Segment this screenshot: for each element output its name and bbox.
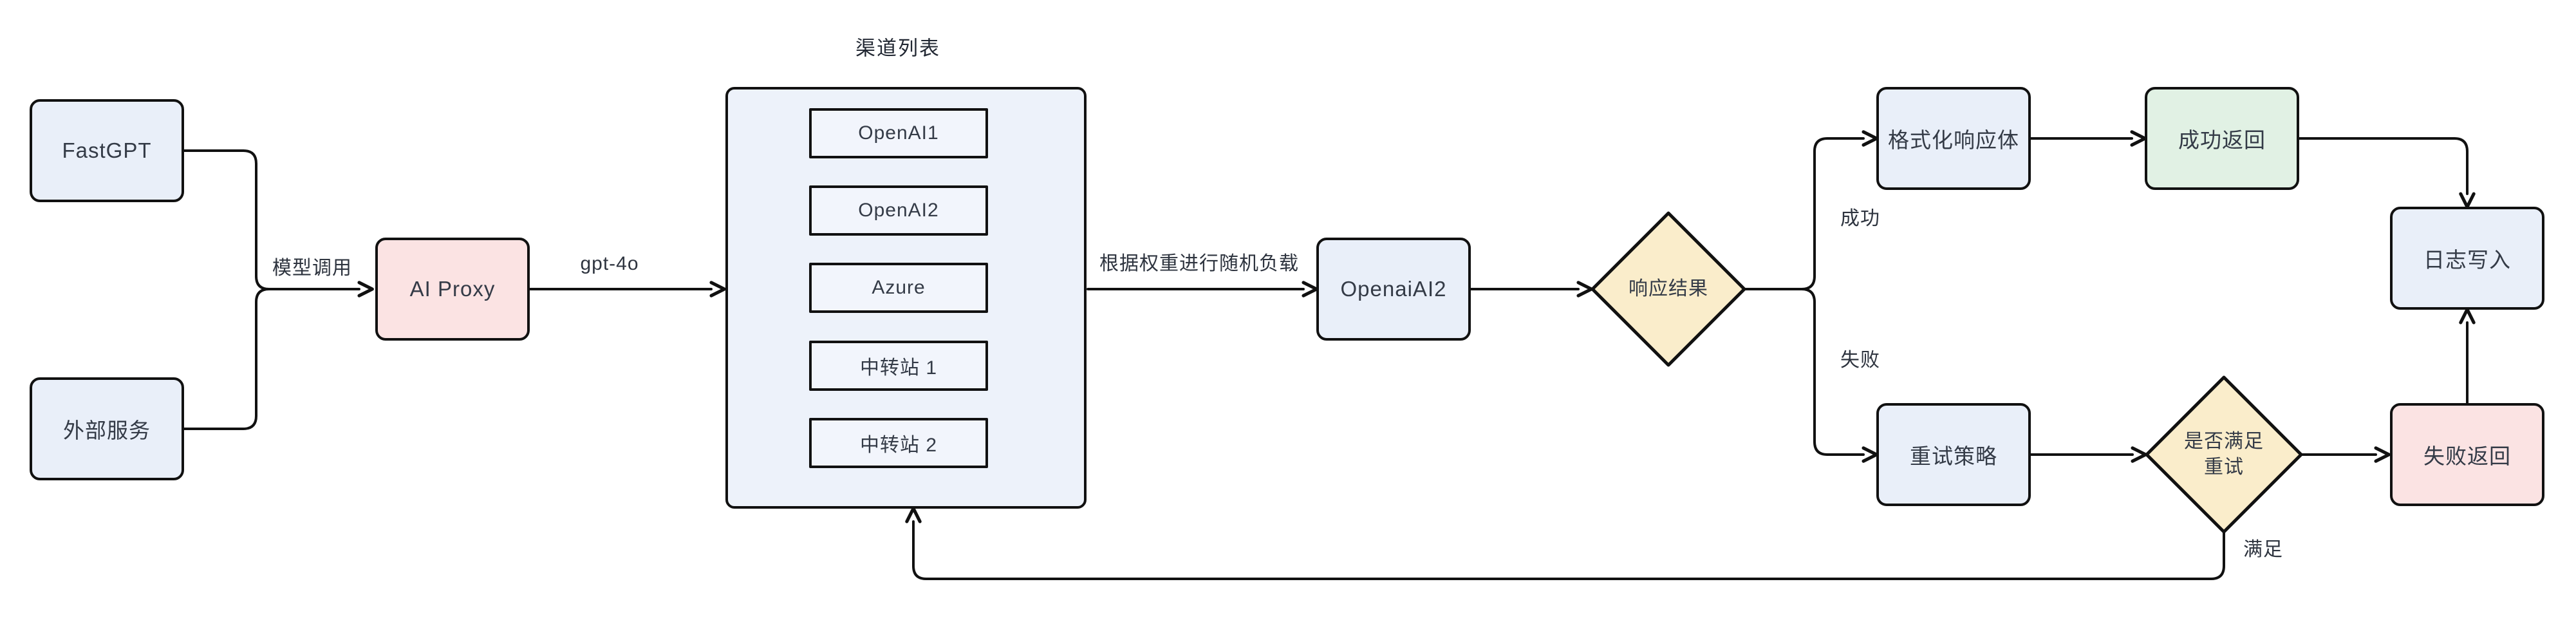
node-external-service: 外部服务 (30, 377, 184, 480)
response-decision-diamond (1591, 211, 1746, 367)
channel-azure-label: Azure (872, 277, 926, 298)
node-success-return: 成功返回 (2145, 87, 2299, 190)
channel-openai1: OpenAI1 (809, 108, 988, 158)
response-decision-label: 响应结果 (1629, 278, 1708, 299)
edge-retry-decision-to-channels (905, 507, 2225, 580)
edge-fastgpt-to-aiproxy (183, 149, 374, 297)
edge-label-success: 成功 (1835, 201, 1885, 232)
node-fastgpt-label: FastGPT (62, 138, 152, 162)
node-ai-proxy: AI Proxy (375, 238, 530, 341)
channel-relay2-label: 中转站 2 (859, 435, 938, 456)
node-success-return-label: 成功返回 (2178, 128, 2266, 152)
channel-openai1-label: OpenAI1 (858, 122, 939, 144)
node-fail-return: 失败返回 (2390, 403, 2544, 506)
channel-relay1: 中转站 1 (809, 341, 988, 391)
retry-decision-diamond (2145, 375, 2303, 534)
node-format-response-label: 格式化响应体 (1888, 128, 2019, 152)
edge-label-fail: 失败 (1835, 343, 1885, 373)
node-ai-proxy-label: AI Proxy (409, 277, 496, 301)
node-fastgpt: FastGPT (30, 99, 184, 202)
node-log-write-label: 日志写入 (2423, 248, 2511, 272)
node-gateway-label: OpenaiAI2 (1340, 277, 1447, 301)
node-fail-return-label: 失败返回 (2423, 444, 2511, 468)
node-retry-policy: 重试策略 (1876, 403, 2031, 506)
edge-label-model-call: 模型调用 (267, 250, 357, 281)
edge-label-load-balance: 根据权重进行随机负载 (1094, 246, 1304, 277)
node-external-service-label: 外部服务 (63, 419, 151, 442)
channel-azure: Azure (809, 263, 988, 313)
channel-openai2-label: OpenAI2 (858, 200, 939, 221)
node-log-write: 日志写入 (2390, 207, 2544, 310)
node-gateway-openaiai2: OpenaiAI2 (1316, 238, 1471, 341)
edge-label-satisfy: 满足 (2238, 532, 2288, 563)
channel-openai2: OpenAI2 (809, 185, 988, 236)
channel-relay2: 中转站 2 (809, 418, 988, 468)
retry-decision-label: 是否满足 重试 (2184, 429, 2264, 480)
edge-label-gpt-4o: gpt-4o (575, 252, 644, 276)
node-format-response: 格式化响应体 (1876, 87, 2031, 190)
channel-list-title: 渠道列表 (855, 37, 940, 60)
edge-success-to-log (2298, 137, 2476, 209)
node-retry-policy-label: 重试策略 (1910, 444, 1997, 468)
retry-decision-label-line1: 是否满足 (2184, 431, 2264, 452)
edge-external-to-merge (183, 288, 270, 430)
edge-response-to-format (1743, 130, 1878, 290)
retry-decision-label-line2: 重试 (2204, 457, 2244, 478)
channel-relay1-label: 中转站 1 (859, 357, 938, 379)
edge-response-to-retry (1743, 288, 1878, 463)
